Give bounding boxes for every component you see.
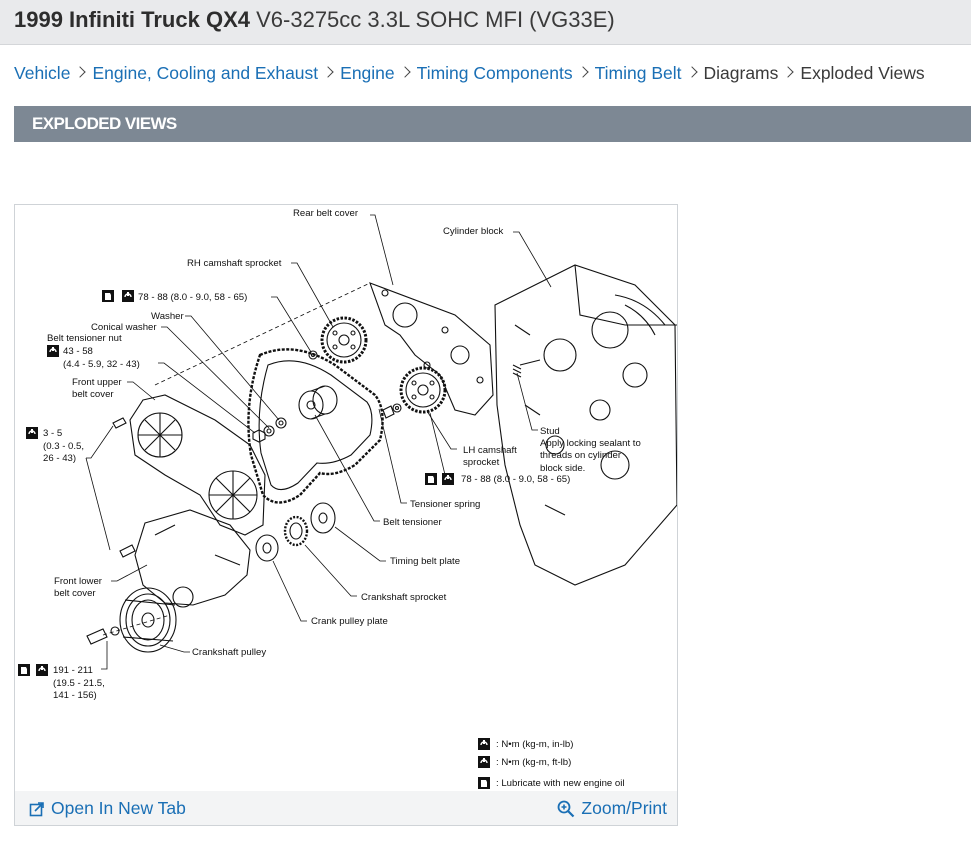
legend-inlb: : N•m (kg-m, in-lb) <box>496 739 573 750</box>
cylinder-block-drawing <box>494 264 677 586</box>
timing-belt-drawing <box>247 348 384 504</box>
zoom-print-label: Zoom/Print <box>581 798 667 818</box>
label-rear-belt-cover: Rear belt cover <box>293 208 359 219</box>
exploded-view-diagram[interactable]: Rear belt cover Cylinder block RH camsha… <box>15 205 677 791</box>
label-pulley-torque-range: (19.5 - 21.5, <box>53 678 105 689</box>
label-rh-torque: 78 - 88 (8.0 - 9.0, 58 - 65) <box>138 292 247 303</box>
label-crankshaft-sprocket: Crankshaft sprocket <box>361 592 447 603</box>
label-tensioner-nut-torque-range: (4.4 - 5.9, 32 - 43) <box>63 359 140 370</box>
open-in-new-tab-label: Open In New Tab <box>51 798 186 818</box>
crankshaft-pulley-drawing <box>119 587 177 653</box>
chevron-right-icon <box>74 66 87 78</box>
label-pulley-torque-range-2: 141 - 156) <box>53 690 97 701</box>
front-upper-belt-cover-drawing <box>129 394 266 536</box>
label-front-upper-belt-cover: Front upper <box>72 377 122 388</box>
breadcrumb: Vehicle Engine, Cooling and Exhaust Engi… <box>14 61 925 85</box>
label-cylinder-block: Cylinder block <box>443 226 503 237</box>
torque-inlb-icon <box>25 426 39 440</box>
chevron-right-icon <box>322 66 334 78</box>
diagram-legend: : N•m (kg-m, in-lb) : N•m (kg-m, ft-lb) … <box>477 737 625 789</box>
leader-lines <box>85 214 552 670</box>
label-crankshaft-pulley: Crankshaft pulley <box>192 647 266 658</box>
torque-ftlb-icon <box>46 344 60 358</box>
parts-drawing <box>86 264 677 653</box>
page-header: 1999 Infiniti Truck QX4 V6-3275cc 3.3L S… <box>0 0 971 45</box>
label-lh-camshaft-sprocket: LH camshaft <box>463 445 517 456</box>
lubricate-oil-icon <box>18 664 30 676</box>
label-bolt-torque-range-2: 26 - 43) <box>43 453 76 464</box>
diagram-footer: Open In New Tab Zoom/Print <box>15 791 677 825</box>
chevron-right-icon <box>782 66 795 78</box>
label-front-upper-belt-cover-2: belt cover <box>72 389 114 400</box>
chevron-right-icon <box>576 66 589 78</box>
belt-tensioner-drawing <box>298 385 395 420</box>
front-lower-belt-cover-drawing <box>134 509 251 608</box>
label-stud: Stud <box>540 426 560 437</box>
breadcrumb-diagrams: Diagrams <box>703 62 779 83</box>
torque-ftlb-icon <box>35 663 49 677</box>
label-tensioner-nut-torque: 43 - 58 <box>63 346 93 357</box>
torque-ftlb-icon <box>441 472 455 486</box>
zoom-in-icon <box>558 800 575 817</box>
label-tensioner-spring: Tensioner spring <box>410 499 480 510</box>
label-timing-belt-plate: Timing belt plate <box>390 556 460 567</box>
label-lh-camshaft-sprocket-2: sprocket <box>463 457 500 468</box>
open-in-new-tab-button[interactable]: Open In New Tab <box>29 798 186 819</box>
vehicle-model: 1999 Infiniti Truck QX4 <box>14 7 250 32</box>
label-front-lower-belt-cover-2: belt cover <box>54 588 96 599</box>
label-washer: Washer <box>151 311 185 322</box>
label-lh-torque: 78 - 88 (8.0 - 9.0, 58 - 65) <box>461 474 570 485</box>
legend-lubricate: : Lubricate with new engine oil <box>496 778 625 789</box>
vehicle-title: 1999 Infiniti Truck QX4 V6-3275cc 3.3L S… <box>14 7 615 33</box>
diagram-card: Rear belt cover Cylinder block RH camsha… <box>14 204 678 826</box>
chevron-right-icon <box>685 66 698 78</box>
vehicle-engine: V6-3275cc 3.3L SOHC MFI (VG33E) <box>256 7 615 32</box>
label-rh-camshaft-sprocket: RH camshaft sprocket <box>187 258 282 269</box>
torque-inlb-icon <box>477 737 491 751</box>
label-bolt-torque-range: (0.3 - 0.5, <box>43 441 84 452</box>
breadcrumb-timing-components[interactable]: Timing Components <box>416 62 573 83</box>
breadcrumb-timing-belt[interactable]: Timing Belt <box>594 62 682 83</box>
label-stud-note: Apply locking sealant to <box>540 438 641 449</box>
label-belt-tensioner: Belt tensioner <box>383 517 442 528</box>
breadcrumb-vehicle[interactable]: Vehicle <box>14 62 71 83</box>
label-belt-tensioner-nut: Belt tensioner nut <box>47 333 122 344</box>
zoom-print-button[interactable]: Zoom/Print <box>557 798 667 819</box>
open-new-tab-icon <box>29 801 44 816</box>
breadcrumb-engine-cooling-exhaust[interactable]: Engine, Cooling and Exhaust <box>92 62 319 83</box>
section-header: EXPLODED VIEWS <box>14 106 971 142</box>
lubricate-oil-icon <box>425 473 437 485</box>
label-stud-note-2: threads on cylinder <box>540 450 622 461</box>
breadcrumb-engine[interactable]: Engine <box>340 62 395 83</box>
torque-ftlb-icon <box>477 755 491 769</box>
chevron-right-icon <box>398 66 411 78</box>
lubricate-oil-icon <box>102 290 114 302</box>
label-pulley-torque: 191 - 211 <box>53 665 93 676</box>
lubricate-oil-icon <box>478 777 490 789</box>
torque-ftlb-icon <box>121 289 135 303</box>
rh-camshaft-sprocket-drawing <box>320 316 368 364</box>
label-conical-washer: Conical washer <box>91 322 157 333</box>
lh-camshaft-sprocket-drawing <box>399 366 447 414</box>
breadcrumb-exploded-views: Exploded Views <box>800 62 925 83</box>
legend-ftlb: : N•m (kg-m, ft-lb) <box>496 757 571 768</box>
label-front-lower-belt-cover: Front lower <box>54 576 103 587</box>
section-title: EXPLODED VIEWS <box>32 114 177 133</box>
label-bolt-torque: 3 - 5 <box>43 428 62 439</box>
label-stud-note-3: block side. <box>540 463 585 474</box>
label-crank-pulley-plate: Crank pulley plate <box>311 616 388 627</box>
rear-belt-cover-drawing <box>369 282 494 416</box>
